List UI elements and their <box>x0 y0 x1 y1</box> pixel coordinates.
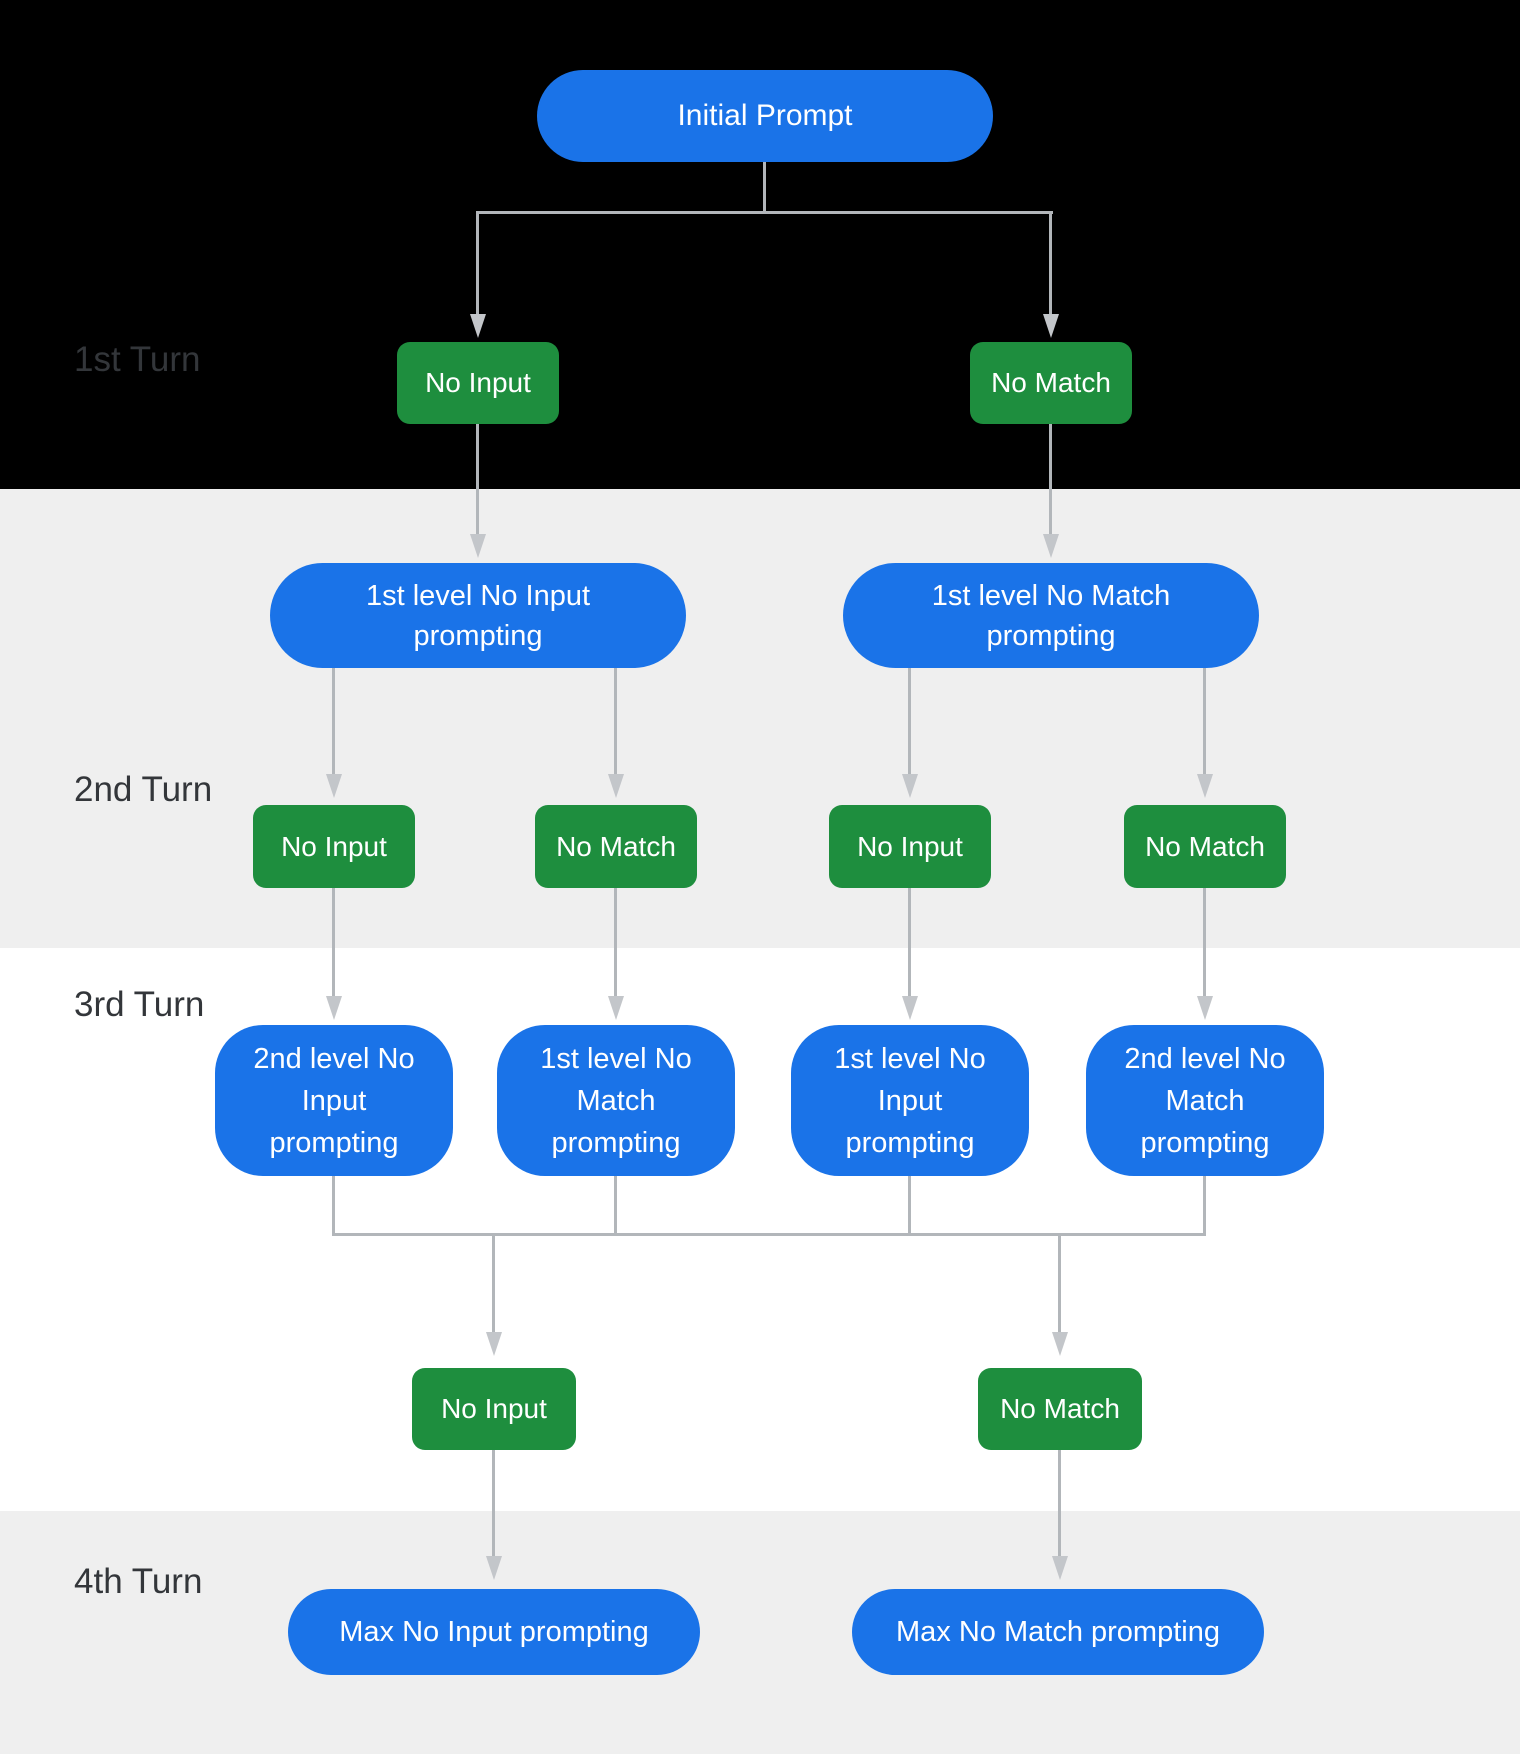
arrowhead-down-icon <box>608 774 624 798</box>
connector-vline <box>492 1233 495 1332</box>
band-turn4 <box>0 1511 1520 1754</box>
arrowhead-down-icon <box>608 996 624 1020</box>
turn1-no-input-node: No Input <box>397 342 559 424</box>
turn3-2nd-level-no-match-prompt-node: 2nd level No Match prompting <box>1086 1025 1324 1176</box>
connector-vline <box>614 1176 617 1234</box>
turn1-no-input-label: No Input <box>425 367 531 398</box>
max-no-input-prompt-label: Max No Input prompting <box>339 1615 649 1648</box>
connector-vline <box>1203 1176 1206 1234</box>
connector-vline <box>614 888 617 996</box>
arrowhead-down-icon <box>1043 534 1059 558</box>
level1-no-match-prompt-label: 1st level No Match prompting <box>931 579 1171 652</box>
arrowhead-down-icon <box>1197 996 1213 1020</box>
turn3-1st-level-no-match-prompt-node: 1st level No Match prompting <box>497 1025 735 1176</box>
arrowhead-down-icon <box>470 534 486 558</box>
connector-bus-hline <box>332 1233 1206 1236</box>
initial-prompt-label: Initial Prompt <box>677 99 853 132</box>
turn-label-4: 4th Turn <box>74 1562 203 1601</box>
turn-label-1: 1st Turn <box>74 340 201 379</box>
level1-no-match-prompt-node: 1st level No Match prompting <box>843 563 1259 668</box>
turn3-2nd-level-no-input-prompt-label: 2nd level No Input prompting <box>253 1042 415 1159</box>
arrowhead-down-icon <box>1043 314 1059 338</box>
connector-vline <box>614 668 617 774</box>
initial-prompt-node: Initial Prompt <box>537 70 993 162</box>
arrowhead-down-icon <box>326 996 342 1020</box>
turn3-1st-level-no-match-prompt-label: 1st level No Match prompting <box>540 1042 692 1159</box>
arrowhead-down-icon <box>902 774 918 798</box>
connector-vline <box>332 1176 335 1234</box>
turn2-no-match-left-label: No Match <box>556 830 676 862</box>
connector-vline <box>492 1450 495 1556</box>
turn3-1st-level-no-input-prompt-label: 1st level No Input prompting <box>834 1042 986 1159</box>
turn3-2nd-level-no-match-prompt-label: 2nd level No Match prompting <box>1124 1042 1286 1159</box>
connector-vline <box>476 424 479 534</box>
max-no-match-prompt-node: Max No Match prompting <box>852 1589 1264 1675</box>
turn2-no-input-left-label: No Input <box>281 830 387 862</box>
connector-vline <box>1058 1233 1061 1332</box>
connector-vline <box>908 668 911 774</box>
band-turn2 <box>0 489 1520 948</box>
arrowhead-down-icon <box>486 1332 502 1356</box>
turn2-no-match-right-label: No Match <box>1145 830 1265 862</box>
connector-vline <box>1203 668 1206 774</box>
connector-vline <box>908 888 911 996</box>
arrowhead-down-icon <box>1197 774 1213 798</box>
connector-vline <box>1049 424 1052 534</box>
connector-vline <box>908 1176 911 1234</box>
turn2-no-match-left-node: No Match <box>535 805 697 888</box>
connector-vline <box>332 888 335 996</box>
turn-label-2: 2nd Turn <box>74 770 213 809</box>
turn3-2nd-level-no-input-prompt-node: 2nd level No Input prompting <box>215 1025 453 1176</box>
level1-no-input-prompt-node: 1st level No Input prompting <box>270 563 686 668</box>
turn2-no-match-right-node: No Match <box>1124 805 1286 888</box>
turn4-no-match-label: No Match <box>1000 1393 1120 1424</box>
arrowhead-down-icon <box>470 314 486 338</box>
arrowhead-down-icon <box>902 996 918 1020</box>
turn3-1st-level-no-input-prompt-node: 1st level No Input prompting <box>791 1025 1029 1176</box>
connector-vline <box>1049 211 1052 314</box>
turn1-no-match-label: No Match <box>991 367 1111 398</box>
max-no-input-prompt-node: Max No Input prompting <box>288 1589 700 1675</box>
connector-vline <box>763 162 766 211</box>
arrowhead-down-icon <box>1052 1556 1068 1580</box>
arrowhead-down-icon <box>486 1556 502 1580</box>
arrowhead-down-icon <box>326 774 342 798</box>
arrowhead-down-icon <box>1052 1332 1068 1356</box>
turn1-no-match-node: No Match <box>970 342 1132 424</box>
connector-vline <box>476 211 479 314</box>
connector-vline <box>1203 888 1206 996</box>
turn-label-3: 3rd Turn <box>74 985 205 1024</box>
level1-no-input-prompt-label: 1st level No Input prompting <box>365 579 591 652</box>
turn4-no-match-node: No Match <box>978 1368 1142 1450</box>
connector-vline <box>1058 1450 1061 1556</box>
turn4-no-input-node: No Input <box>412 1368 576 1450</box>
turn2-no-input-right-node: No Input <box>829 805 991 888</box>
turn2-no-input-right-label: No Input <box>857 830 963 862</box>
max-no-match-prompt-label: Max No Match prompting <box>896 1615 1220 1648</box>
connector-hline <box>476 211 1053 214</box>
turn4-no-input-label: No Input <box>441 1393 547 1424</box>
turn2-no-input-left-node: No Input <box>253 805 415 888</box>
connector-vline <box>332 668 335 774</box>
